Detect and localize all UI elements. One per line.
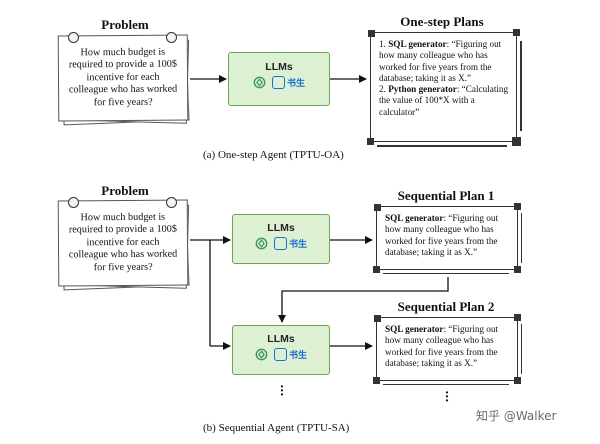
corner-square [512,137,521,146]
plan2-title: Sequential Plan 2 [397,299,495,314]
llm-box-bottom-2: LLMs 书生 [232,325,330,375]
corner-square [374,204,381,211]
corner-square [367,138,374,145]
corner-square [513,29,520,36]
ellipsis-icon: ··· [279,380,285,403]
ellipsis-icon: ··· [444,386,450,409]
openai-logo-icon [255,348,268,361]
corner-square [514,377,521,384]
intern-logo-text: 书生 [286,79,305,89]
plan1-title: Sequential Plan 1 [397,188,495,203]
llm-label-bottom-2: LLMs [267,333,295,345]
sequential-plan-1-card: SQL generator: “Figuring out how many co… [373,203,522,274]
llm-label-top: LLMs [265,61,293,73]
openai-logo-icon [255,237,268,250]
pushpin-icon [68,197,79,208]
pushpin-icon [166,197,177,208]
caption-bottom: (b) Sequential Agent (TPTU-SA) [203,422,350,434]
corner-square [374,315,381,322]
problem-title-bottom: Problem [101,183,149,198]
watermark: 知乎 @Walker [476,409,557,423]
problem-title-top: Problem [101,17,149,32]
plan1-body: SQL generator: “Figuring out how many co… [385,213,499,257]
corner-square [514,266,521,273]
plan2-body: SQL generator: “Figuring out how many co… [385,324,499,368]
corner-square [514,203,521,210]
pushpin-icon [68,32,79,43]
problem-text-bottom: How much budget is required to provide a… [68,211,178,273]
pushpin-icon [166,32,177,43]
intern-logo-icon: 书生 [273,348,307,361]
one-step-plans-card: 1. SQL generator: “Figuring out how many… [367,29,522,147]
corner-square [514,314,521,321]
problem-text-top: How much budget is required to provide a… [68,46,178,108]
llm-box-bottom-1: LLMs 书生 [232,214,330,264]
plans-body-top: 1. SQL generator: “Figuring out how many… [379,39,509,117]
corner-square [368,30,375,37]
intern-logo-text: 书生 [288,351,307,361]
intern-logo-text: 书生 [288,240,307,250]
caption-top: (a) One-step Agent (TPTU-OA) [203,149,344,161]
problem-card-bottom: How much budget is required to provide a… [57,197,190,291]
openai-logo-icon [253,76,266,89]
llm-label-bottom-1: LLMs [267,222,295,234]
intern-logo-icon: 书生 [273,237,307,250]
intern-logo-icon: 书生 [271,76,305,89]
corner-square [373,266,380,273]
llm-box-top: LLMs 书生 [228,52,330,106]
sequential-plan-2-card: SQL generator: “Figuring out how many co… [373,314,522,385]
problem-card-top: How much budget is required to provide a… [57,32,190,126]
plans-title-top: One-step Plans [400,14,484,29]
corner-square [373,377,380,384]
